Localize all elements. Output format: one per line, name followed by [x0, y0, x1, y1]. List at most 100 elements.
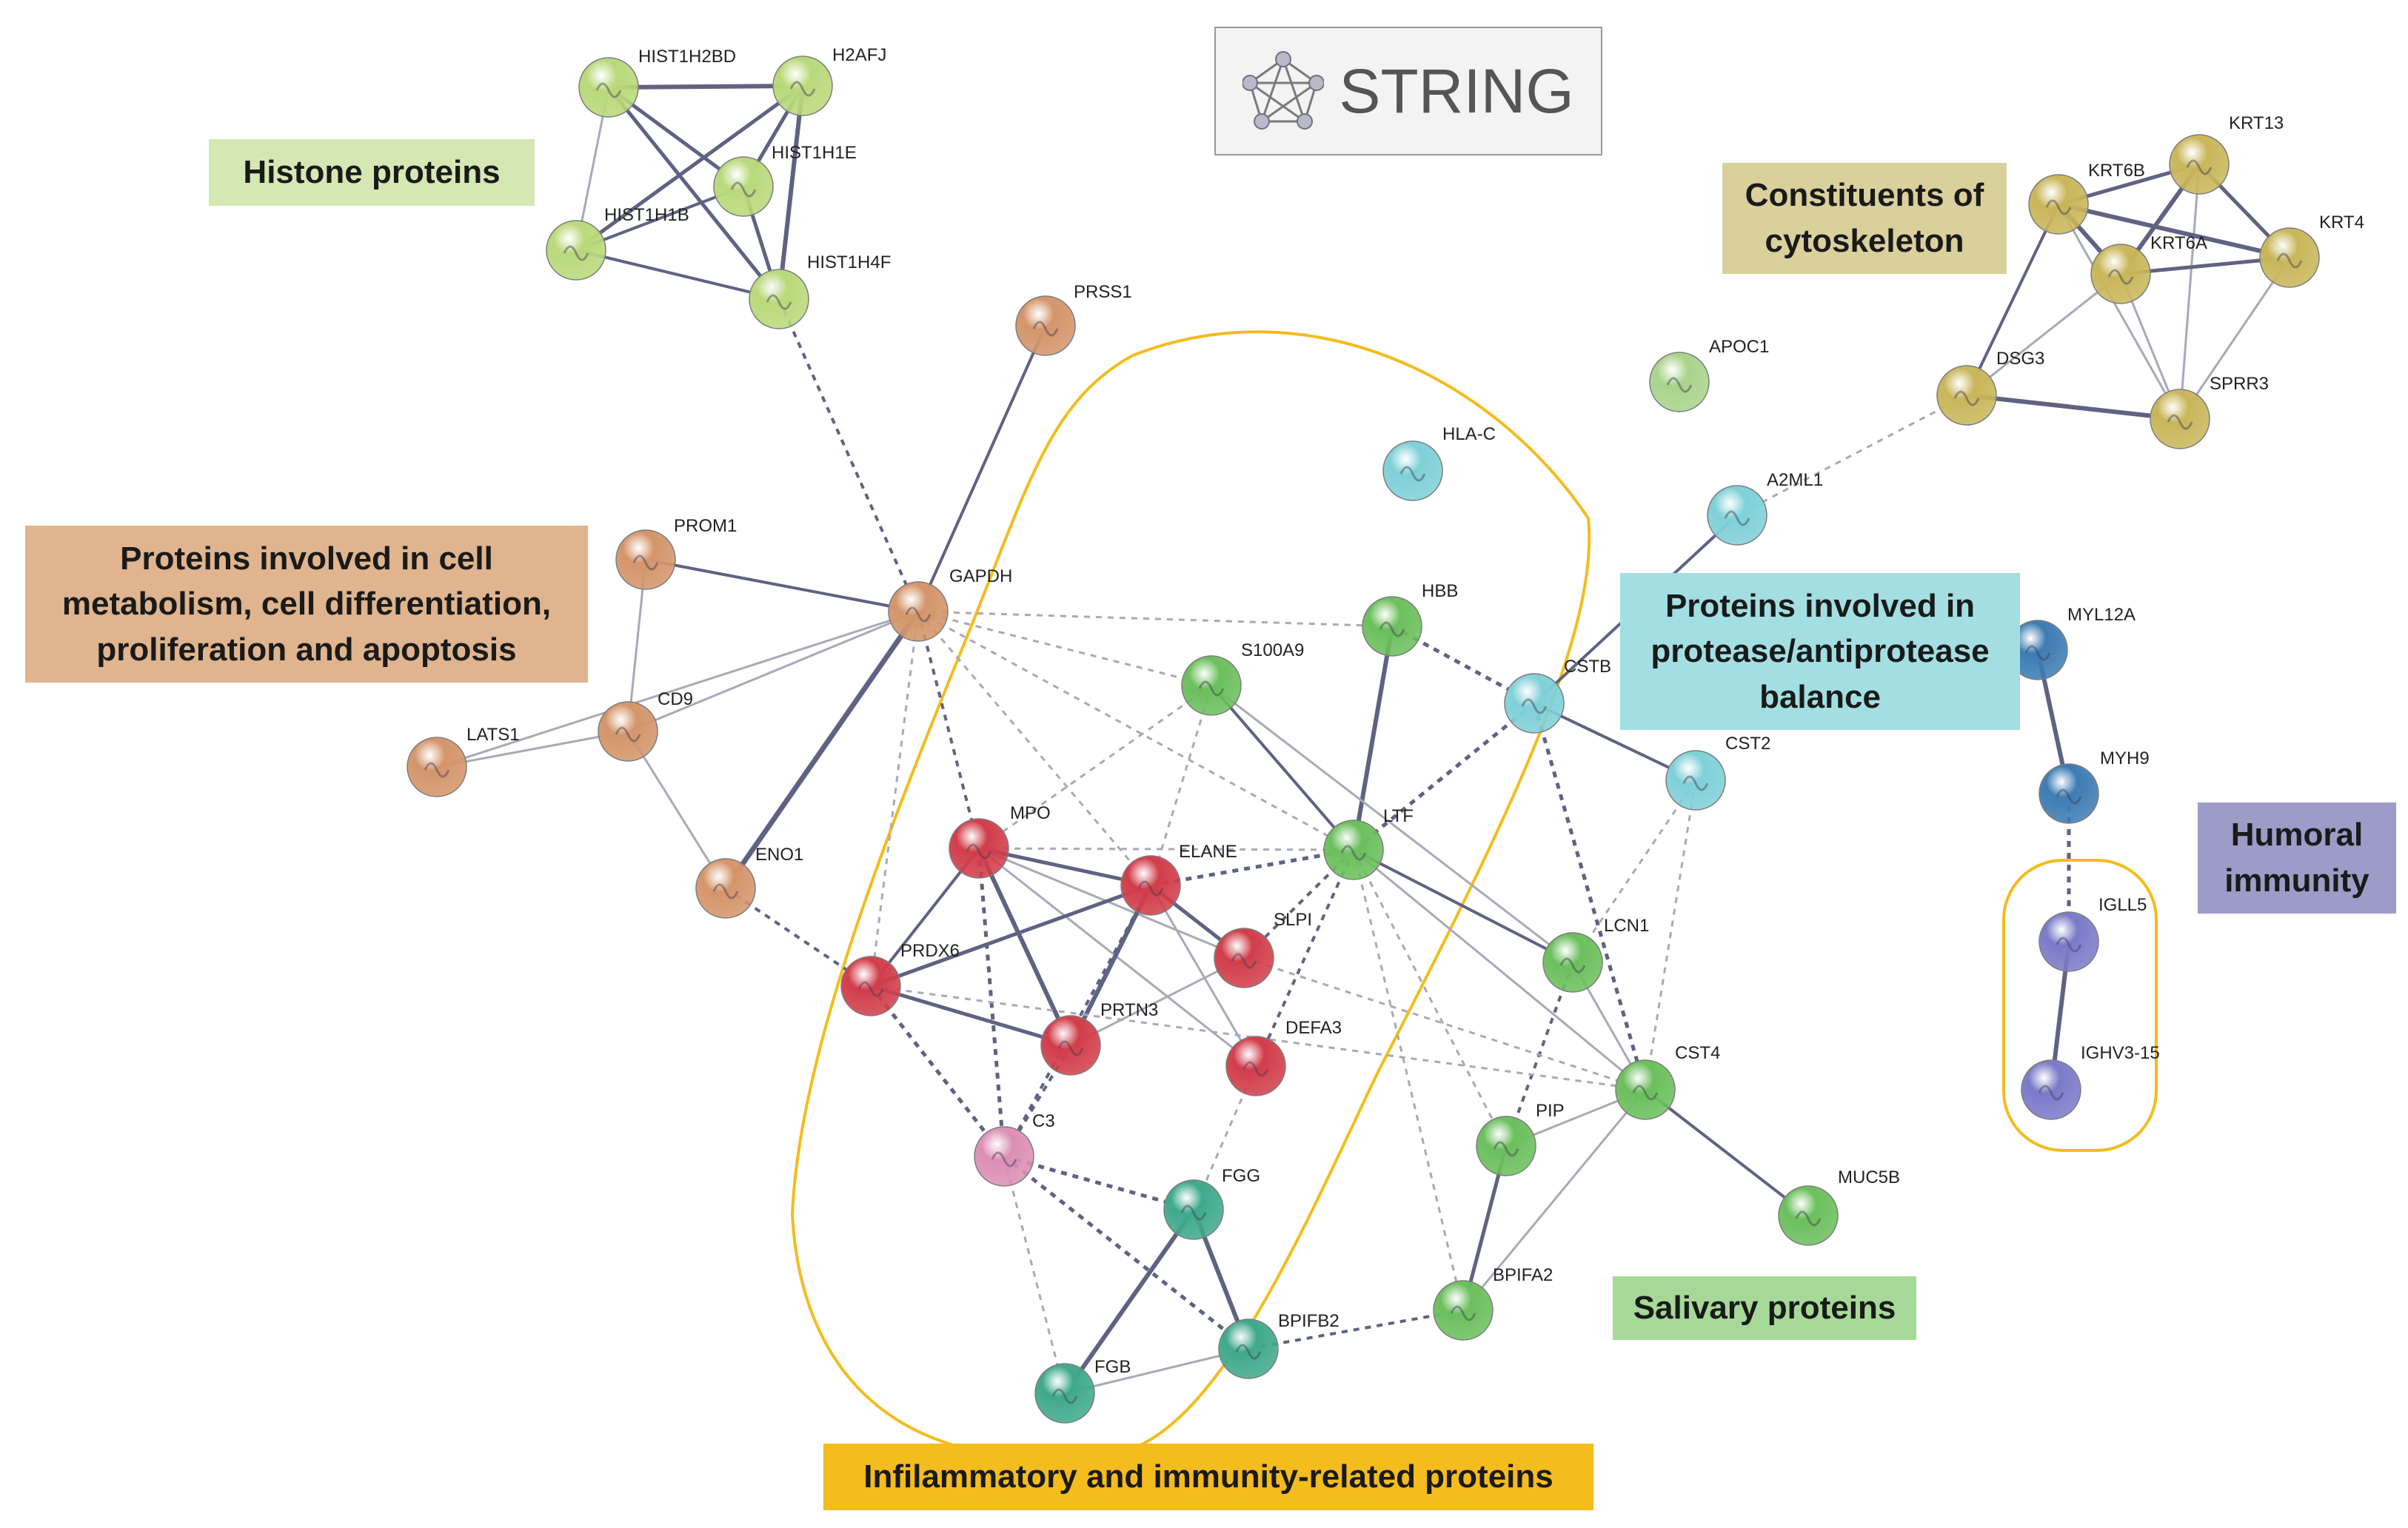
node-circle[interactable] — [1362, 596, 1422, 657]
edge-cstb-ltf — [1352, 702, 1536, 851]
node-circle[interactable] — [1120, 855, 1181, 916]
node-cstb[interactable]: CSTB — [1504, 657, 1611, 734]
protein-structure-icon — [1340, 845, 1367, 861]
node-prtn3[interactable]: PRTN3 — [1040, 1000, 1158, 1076]
node-circle[interactable] — [1504, 673, 1565, 734]
node-cd9[interactable]: CD9 — [598, 689, 693, 762]
node-circle[interactable] — [1181, 655, 1242, 716]
node-prss1[interactable]: PRSS1 — [1015, 282, 1132, 356]
node-igll5[interactable]: IGLL5 — [2039, 895, 2147, 972]
node-slpi[interactable]: SLPI — [1214, 910, 1312, 988]
node-hist1h4f[interactable]: HIST1H4F — [749, 252, 891, 329]
node-hist1h1b[interactable]: HIST1H1B — [546, 205, 689, 281]
node-fgg[interactable]: FGG — [1163, 1166, 1260, 1240]
node-cst2[interactable]: CST2 — [1665, 734, 1770, 811]
node-circle[interactable] — [1707, 485, 1767, 546]
node-circle[interactable] — [2169, 134, 2230, 195]
node-circle[interactable] — [949, 818, 1009, 879]
node-muc5b[interactable]: MUC5B — [1778, 1167, 1900, 1246]
node-fgb[interactable]: FGB — [1034, 1357, 1131, 1424]
node-circle[interactable] — [2021, 1059, 2081, 1120]
node-circle[interactable] — [2039, 911, 2099, 972]
node-prom1[interactable]: PROM1 — [615, 516, 737, 590]
node-mpo[interactable]: MPO — [949, 803, 1051, 879]
node-a2ml1[interactable]: A2ML1 — [1707, 470, 1823, 546]
node-circle[interactable] — [1015, 295, 1076, 356]
node-krt13[interactable]: KRT13 — [2169, 113, 2284, 195]
cluster-label-inflammatory: Infilammatory and immunity-related prote… — [823, 1444, 1593, 1510]
node-hist1h2bd[interactable]: HIST1H2BD — [578, 47, 736, 118]
node-krt4[interactable]: KRT4 — [2259, 212, 2364, 288]
node-circle[interactable] — [1163, 1179, 1224, 1240]
node-circle[interactable] — [578, 57, 639, 118]
node-pip[interactable]: PIP — [1476, 1101, 1565, 1176]
node-lats1[interactable]: LATS1 — [407, 725, 520, 797]
node-circle[interactable] — [407, 737, 467, 797]
node-circle[interactable] — [1476, 1116, 1536, 1176]
node-label: PRTN3 — [1100, 1000, 1158, 1020]
node-circle[interactable] — [1542, 932, 1603, 993]
node-hist1h1e[interactable]: HIST1H1E — [713, 143, 857, 217]
node-circle[interactable] — [2090, 244, 2151, 304]
edge-mpo-ltf — [978, 847, 1354, 851]
node-circle[interactable] — [2150, 389, 2210, 449]
edge-hist1h4f-gapdh — [777, 298, 920, 612]
node-circle[interactable] — [888, 581, 949, 642]
edge-mpo-prtn3 — [977, 847, 1073, 1047]
node-krt6b[interactable]: KRT6B — [2028, 161, 2145, 235]
node-circle[interactable] — [1433, 1280, 1494, 1341]
node-circle[interactable] — [749, 269, 809, 329]
interaction-edges — [436, 84, 2291, 1395]
node-label: LCN1 — [1604, 916, 1649, 936]
node-circle[interactable] — [713, 156, 774, 217]
node-circle[interactable] — [1665, 750, 1726, 811]
node-h2afj[interactable]: H2AFJ — [772, 45, 886, 116]
node-hla-c[interactable]: HLA-C — [1382, 424, 1496, 501]
node-bpifa2[interactable]: BPIFA2 — [1433, 1265, 1553, 1341]
node-circle[interactable] — [695, 858, 756, 919]
node-circle[interactable] — [1214, 928, 1274, 988]
node-circle[interactable] — [1040, 1015, 1101, 1076]
node-bpifb2[interactable]: BPIFB2 — [1218, 1311, 1340, 1379]
node-lcn1[interactable]: LCN1 — [1542, 916, 1649, 993]
node-eno1[interactable]: ENO1 — [695, 845, 803, 919]
node-circle[interactable] — [840, 956, 901, 1016]
node-circle[interactable] — [1615, 1059, 1676, 1120]
node-ighv3-15[interactable]: IGHV3-15 — [2021, 1043, 2160, 1120]
node-gapdh[interactable]: GAPDH — [888, 566, 1012, 642]
protein-structure-icon — [1057, 1040, 1084, 1056]
node-myh9[interactable]: MYH9 — [2039, 748, 2150, 824]
node-circle[interactable] — [1382, 440, 1443, 501]
node-apoc1[interactable]: APOC1 — [1649, 337, 1769, 412]
node-sprr3[interactable]: SPRR3 — [2150, 374, 2269, 449]
node-defa3[interactable]: DEFA3 — [1225, 1018, 1342, 1096]
node-myl12a[interactable]: MYL12A — [2007, 605, 2136, 680]
node-circle[interactable] — [1649, 352, 1710, 412]
edge-gapdh-cd9 — [627, 610, 919, 733]
node-circle[interactable] — [2259, 227, 2320, 288]
node-cst4[interactable]: CST4 — [1615, 1043, 1720, 1120]
node-prdx6[interactable]: PRDX6 — [840, 941, 960, 1016]
node-circle[interactable] — [772, 56, 833, 116]
node-circle[interactable] — [1936, 365, 1997, 426]
node-circle[interactable] — [1218, 1318, 1279, 1379]
node-hbb[interactable]: HBB — [1362, 581, 1458, 657]
node-c3[interactable]: C3 — [974, 1111, 1055, 1187]
node-label: IGLL5 — [2098, 895, 2147, 915]
node-circle[interactable] — [546, 220, 606, 281]
node-ltf[interactable]: LTF — [1323, 806, 1414, 880]
node-circle[interactable] — [1778, 1185, 1839, 1246]
node-circle[interactable] — [974, 1126, 1034, 1187]
node-circle[interactable] — [598, 701, 658, 762]
node-krt6a[interactable]: KRT6A — [2090, 233, 2207, 304]
node-circle[interactable] — [2039, 763, 2099, 824]
node-s100a9[interactable]: S100A9 — [1181, 640, 1304, 716]
node-dsg3[interactable]: DSG3 — [1936, 349, 2044, 426]
node-circle[interactable] — [1225, 1036, 1286, 1096]
node-circle[interactable] — [1034, 1363, 1095, 1424]
node-label: IGHV3-15 — [2081, 1043, 2160, 1063]
node-circle[interactable] — [1323, 820, 1384, 880]
node-circle[interactable] — [615, 529, 676, 590]
node-elane[interactable]: ELANE — [1120, 842, 1237, 916]
node-circle[interactable] — [2028, 174, 2089, 235]
